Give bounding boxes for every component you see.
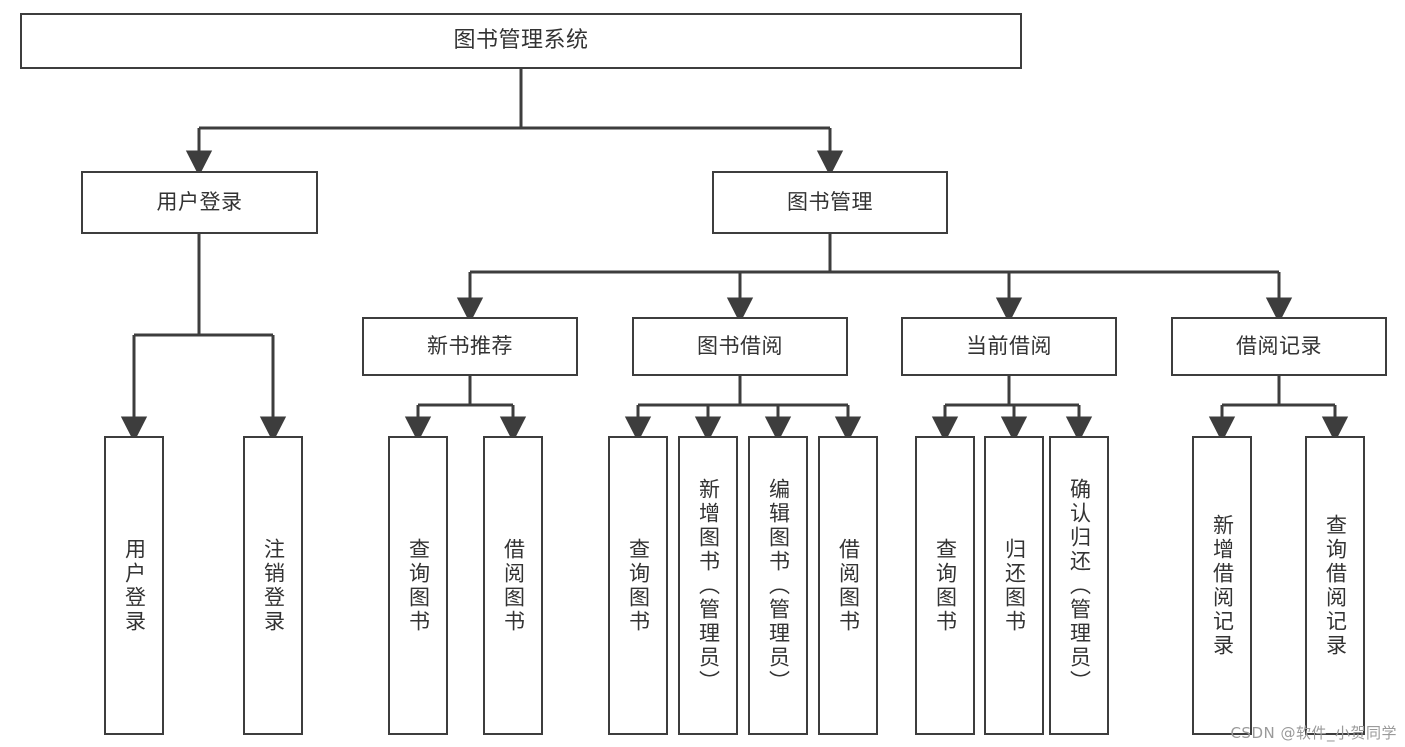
node-leaf-add-book-label: 新增图书（管理员）	[696, 477, 721, 694]
node-current-borrow-label: 当前借阅	[966, 334, 1052, 359]
node-borrow-record-label: 借阅记录	[1236, 334, 1322, 359]
node-leaf-query-record-label: 查询借阅记录	[1323, 513, 1348, 658]
node-leaf-add-record[interactable]: 新增借阅记录	[1192, 436, 1252, 735]
node-leaf-confirm-return[interactable]: 确认归还（管理员）	[1049, 436, 1109, 735]
node-new-book-recommend[interactable]: 新书推荐	[362, 317, 578, 376]
node-leaf-borrow-book-1-label: 借阅图书	[501, 537, 526, 634]
node-leaf-return-book-label: 归还图书	[1002, 537, 1027, 634]
node-leaf-query-book-2-label: 查询图书	[626, 537, 651, 634]
node-user-login[interactable]: 用户登录	[81, 171, 318, 234]
node-leaf-query-book-1-label: 查询图书	[406, 537, 431, 634]
node-leaf-query-book-1[interactable]: 查询图书	[388, 436, 448, 735]
node-leaf-query-book-3[interactable]: 查询图书	[915, 436, 975, 735]
node-root[interactable]: 图书管理系统	[20, 13, 1022, 69]
node-leaf-edit-book[interactable]: 编辑图书（管理员）	[748, 436, 808, 735]
node-book-borrow-label: 图书借阅	[697, 334, 783, 359]
node-leaf-edit-book-label: 编辑图书（管理员）	[766, 477, 791, 694]
node-book-borrow[interactable]: 图书借阅	[632, 317, 848, 376]
node-book-management-label: 图书管理	[787, 190, 873, 215]
node-leaf-return-book[interactable]: 归还图书	[984, 436, 1044, 735]
node-leaf-borrow-book-2[interactable]: 借阅图书	[818, 436, 878, 735]
node-current-borrow[interactable]: 当前借阅	[901, 317, 1117, 376]
node-book-management[interactable]: 图书管理	[712, 171, 948, 234]
node-leaf-borrow-book-2-label: 借阅图书	[836, 537, 861, 634]
node-leaf-add-book[interactable]: 新增图书（管理员）	[678, 436, 738, 735]
node-user-login-label: 用户登录	[156, 190, 243, 215]
node-leaf-add-record-label: 新增借阅记录	[1210, 513, 1235, 658]
node-leaf-user-login[interactable]: 用户登录	[104, 436, 164, 735]
node-leaf-query-record[interactable]: 查询借阅记录	[1305, 436, 1365, 735]
node-leaf-query-book-3-label: 查询图书	[933, 537, 958, 634]
node-leaf-confirm-return-label: 确认归还（管理员）	[1067, 477, 1092, 694]
node-new-book-recommend-label: 新书推荐	[427, 334, 513, 359]
node-leaf-query-book-2[interactable]: 查询图书	[608, 436, 668, 735]
node-root-label: 图书管理系统	[453, 28, 589, 54]
node-leaf-logout-login-label: 注销登录	[261, 537, 286, 634]
node-leaf-user-login-label: 用户登录	[122, 537, 147, 634]
node-borrow-record[interactable]: 借阅记录	[1171, 317, 1387, 376]
node-leaf-logout-login[interactable]: 注销登录	[243, 436, 303, 735]
node-leaf-borrow-book-1[interactable]: 借阅图书	[483, 436, 543, 735]
